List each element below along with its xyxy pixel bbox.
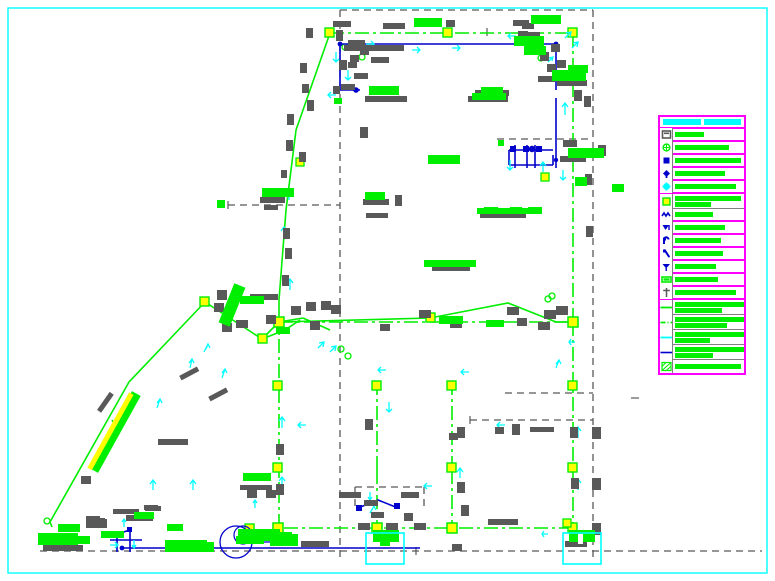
legend-text-bar [675,132,704,137]
legend-row[interactable] [660,286,744,300]
legend-text-bar [675,364,742,369]
zigzag-line-icon [660,208,673,221]
legend-text-bar [675,195,741,201]
legend-text-bar [675,290,736,295]
filled-square-icon [660,154,673,167]
drawing-frame [7,7,768,574]
legend-row[interactable] [660,154,744,168]
legend-text-bar [675,277,718,282]
symbol-column-header [663,119,701,125]
blue-line-icon [660,344,673,360]
legend-row-description [673,154,744,167]
legend-row[interactable] [660,234,744,248]
legend-row-description [673,167,744,180]
legend-row[interactable] [660,247,744,261]
legend-text-bar [675,251,724,256]
legend-row[interactable] [660,329,744,345]
legend-row[interactable] [660,299,744,315]
legend-row-description [673,286,744,299]
boundary-vertex-nodes[interactable] [199,27,579,534]
manhole-cyan-icon [660,180,673,193]
section-lines [40,9,762,560]
cross-marker-icon [660,286,673,299]
boundary-solid-segments [49,32,573,528]
legend-row[interactable] [660,180,744,194]
property-boundary[interactable] [278,32,574,529]
legend-row[interactable] [660,167,744,181]
legend-row[interactable] [660,273,744,287]
valve-left-icon [660,221,673,234]
legend-row[interactable] [660,221,744,235]
pipe-node-dots[interactable] [114,41,559,551]
legend-text-bar [675,212,713,217]
tee-pipe-icon [660,260,673,273]
legend-text-bar [675,301,744,307]
description-column-header [703,119,741,125]
legend-text-bar [675,307,722,313]
legend-row-description [673,315,744,330]
legend-row[interactable] [660,193,744,209]
legend-row[interactable] [660,141,744,155]
legend-header [660,117,744,129]
legend-row-description [673,221,744,234]
legend-row-description [673,345,744,360]
boundary-open-nodes[interactable] [43,43,556,525]
legend-row-description [673,208,744,221]
legend-row-description [673,194,744,209]
valve-hook-icon [660,234,673,247]
legend-text-bar [675,346,744,352]
legend-row-description [673,247,744,260]
legend-row[interactable] [660,208,744,222]
legend-panel[interactable] [658,115,746,375]
catch-basin-icon [660,273,673,286]
legend-text-bar [675,352,713,358]
legend-text-bar [675,184,736,189]
legend-text-bar [675,145,729,150]
legend-row[interactable] [660,344,744,360]
legend-text-bar [675,264,717,269]
legend-row[interactable] [660,128,744,142]
legend-row[interactable] [660,260,744,274]
yellow-box-icon [660,193,673,209]
legend-text-bar [675,322,728,328]
flow-arrows [110,31,582,550]
diamond-node-icon [660,167,673,180]
square-outline-icon [660,128,673,141]
detail-highlight-boxes[interactable] [365,532,602,565]
legend-row-description [673,234,744,247]
legend-text-bar [675,337,710,343]
legend-row-description [673,330,744,345]
hydrant-icon [660,141,673,154]
section-tick-marks [227,28,639,555]
legend-row[interactable] [660,360,744,373]
legend-row-description [673,260,744,273]
legend-row-description [673,300,744,315]
legend-text-bar [675,171,725,176]
legend-row-description [673,180,744,193]
legend-row-description [673,273,744,286]
green-line-icon [660,299,673,315]
highlighted-labels [38,15,624,552]
green-dashed-line-icon [660,314,673,330]
hatch-pattern-icon [660,360,673,373]
legend-row-description [673,141,744,154]
cyan-line-icon [660,329,673,345]
legend-text-bar [675,158,741,163]
legend-text-bar [675,201,711,207]
text-labels-redacted [43,20,606,551]
legend-rows [660,128,744,373]
bend-pipe-icon [660,247,673,260]
pipe-network[interactable] [110,43,557,552]
legend-text-bar [675,316,744,322]
legend-row[interactable] [660,314,744,330]
legend-text-bar [675,225,725,230]
legend-row-description [673,128,744,141]
legend-text-bar [675,238,721,243]
legend-row-description [673,360,744,373]
legend-text-bar [675,331,744,337]
